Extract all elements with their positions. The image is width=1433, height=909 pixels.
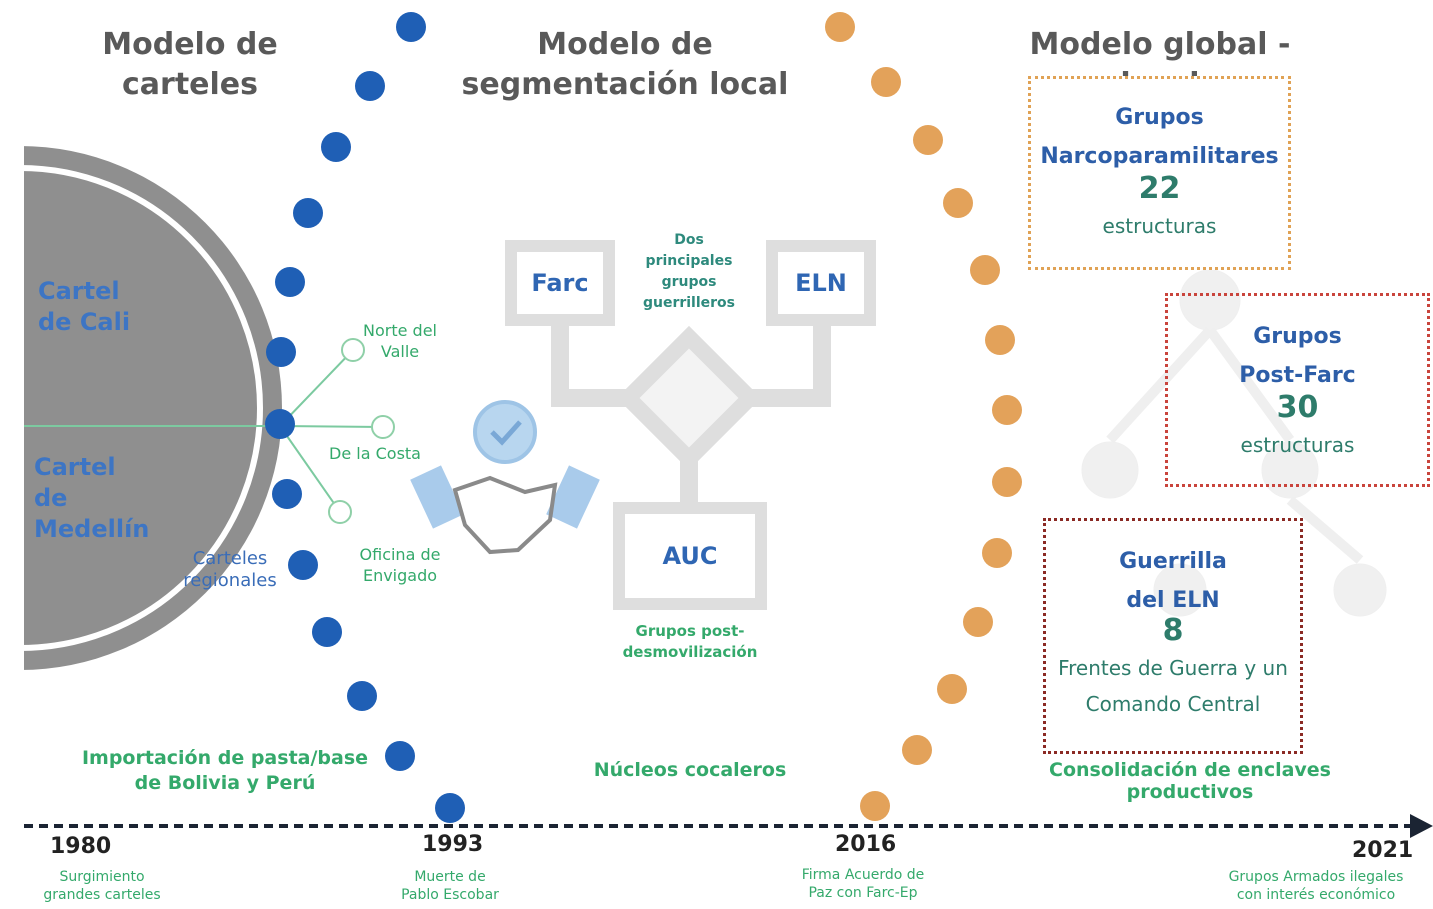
- nucleos-cocaleros-label: Núcleos cocaleros: [593, 759, 787, 781]
- blue-dot-8: [272, 479, 302, 509]
- orange-dot-4: [943, 188, 973, 218]
- box3-title2: del ELN: [1126, 588, 1220, 613]
- box2-sub: estructuras: [1240, 433, 1355, 457]
- carteles-regionales-label: Carteles regionales: [183, 548, 277, 591]
- blue-dot-4: [293, 198, 323, 228]
- caption-2021-line2: con interés económico: [1236, 887, 1396, 903]
- blue-dot-1: [396, 12, 426, 42]
- cartel-half-circle: [0, 146, 282, 670]
- orange-dot-1: [825, 12, 855, 42]
- network-node-norte: [341, 338, 365, 362]
- orange-dot-3: [913, 125, 943, 155]
- orange-dot-13: [860, 791, 890, 821]
- blue-dot-10: [312, 617, 342, 647]
- orange-dot-12: [902, 735, 932, 765]
- box1-title2: Narcoparamilitares: [1040, 144, 1279, 169]
- box3-number: 8: [1162, 613, 1184, 648]
- orange-dot-9: [982, 538, 1012, 568]
- diamond-hub: [616, 325, 762, 471]
- box3-sub2: Comando Central: [1085, 692, 1261, 716]
- network-node-costa: [371, 415, 395, 439]
- consolidacion-label: Consolidación de enclaves productivos: [1049, 759, 1331, 803]
- handshake-icon: [410, 400, 600, 555]
- auc-box: AUC: [613, 502, 767, 610]
- post-desmovilizacion-label: Grupos post-desmovilización: [622, 622, 758, 661]
- blue-dot-13: [435, 793, 465, 823]
- caption-2021-line1: Grupos Armados ilegales: [1228, 869, 1404, 885]
- eln-box: ELN: [766, 240, 876, 326]
- blue-dot-9: [288, 550, 318, 580]
- box-narcoparamilitares: Grupos Narcoparamilitares 22 estructuras: [1028, 76, 1291, 270]
- orange-dot-10: [963, 607, 993, 637]
- timeline-arrow: [1410, 814, 1433, 838]
- blue-dot-6: [266, 337, 296, 367]
- cartel-cali-label: Cartel de Cali: [38, 277, 131, 336]
- orange-dot-11: [937, 674, 967, 704]
- box3-sub1: Frentes de Guerra y un: [1058, 656, 1288, 680]
- blue-dot-2: [355, 71, 385, 101]
- caption-1993: Muerte de Pablo Escobar: [375, 868, 525, 904]
- box1-sub: estructuras: [1102, 214, 1217, 238]
- year-2021: 2021: [1352, 838, 1414, 863]
- year-1980: 1980: [50, 834, 112, 859]
- orange-dot-arc: [825, 12, 1022, 821]
- year-2016: 2016: [835, 832, 897, 857]
- box2-title2: Post-Farc: [1239, 363, 1356, 388]
- orange-dot-6: [985, 325, 1015, 355]
- branch-norte-valle: Norte del Valle: [363, 321, 437, 361]
- network-node-envigado: [328, 500, 352, 524]
- header-modelo-segmentacion: Modelo de segmentación local: [461, 27, 789, 102]
- orange-dot-7: [992, 395, 1022, 425]
- caption-2016: Firma Acuerdo de Paz con Farc-Ep: [780, 866, 946, 902]
- caption-1993-line2: Pablo Escobar: [401, 887, 499, 903]
- auc-label: AUC: [662, 542, 718, 570]
- blue-dot-3: [321, 132, 351, 162]
- box-guerrilla-eln: Guerrilla del ELN 8 Frentes de Guerra y …: [1043, 518, 1303, 754]
- orange-dot-2: [871, 67, 901, 97]
- box-post-farc: Grupos Post-Farc 30 estructuras: [1165, 293, 1430, 487]
- importacion-label: Importación de pasta/base de Bolivia y P…: [81, 747, 369, 794]
- blue-dot-12: [385, 741, 415, 771]
- blue-dot-7: [265, 409, 295, 439]
- year-1993: 1993: [422, 832, 484, 857]
- eln-label: ELN: [795, 269, 847, 297]
- box1-number: 22: [1138, 171, 1181, 206]
- branch-de-la-costa: De la Costa: [329, 444, 421, 463]
- caption-2021: Grupos Armados ilegales con interés econ…: [1206, 868, 1426, 904]
- box3-title1: Guerrilla: [1119, 549, 1227, 574]
- blue-dot-5: [275, 267, 305, 297]
- box2-title1: Grupos: [1253, 324, 1342, 349]
- box2-number: 30: [1276, 390, 1319, 425]
- guerrilleros-label: Dos principales grupos guerrilleros: [642, 232, 736, 311]
- box1-title1: Grupos: [1115, 105, 1204, 130]
- blue-dot-11: [347, 681, 377, 711]
- caption-2016-line2: Paz con Farc-Ep: [808, 885, 918, 901]
- orange-dot-8: [992, 467, 1022, 497]
- caption-1980-line2: grandes carteles: [43, 887, 161, 903]
- header-modelo-carteles: Modelo de carteles: [102, 27, 278, 102]
- farc-label: Farc: [531, 269, 589, 297]
- branch-oficina-envigado: Oficina de Envigado: [359, 545, 441, 585]
- caption-1993-line1: Muerte de: [414, 869, 486, 885]
- cartel-network: [24, 349, 384, 513]
- orange-dot-5: [970, 255, 1000, 285]
- caption-1980-line1: Surgimiento: [59, 869, 145, 885]
- blue-dot-arc: [265, 12, 465, 823]
- caption-2016-line1: Firma Acuerdo de: [801, 867, 925, 883]
- cartel-medellin-label: Cartel de Medellín: [34, 453, 150, 543]
- caption-1980: Surgimiento grandes carteles: [28, 868, 176, 904]
- farc-box: Farc: [505, 240, 615, 326]
